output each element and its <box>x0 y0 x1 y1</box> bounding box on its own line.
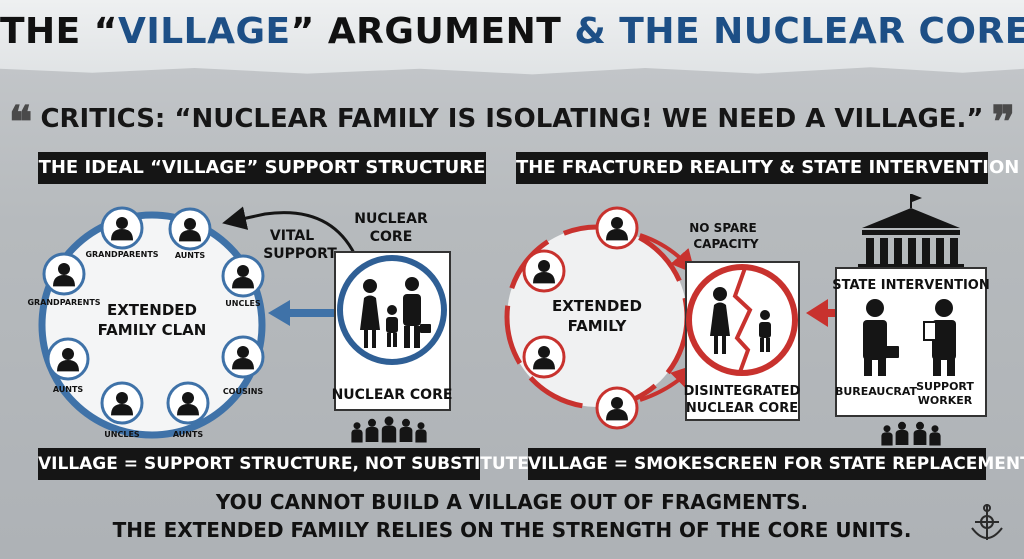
close-quote-icon: ❞ <box>991 97 1016 148</box>
support-worker-label-2: WORKER <box>918 394 973 407</box>
state-intervention-label: STATE INTERVENTION <box>832 278 989 293</box>
vital-support-label-2: SUPPORT <box>263 246 337 262</box>
member-avatar-icon <box>221 254 265 298</box>
member-label: AUNTS <box>175 251 206 260</box>
member-label: UNCLES <box>225 299 261 308</box>
extended-family-label-1: EXTENDED <box>552 297 642 315</box>
extended-family-ring <box>38 211 266 439</box>
no-spare-label-1: NO SPARE <box>689 221 756 235</box>
title-banner <box>0 0 1024 75</box>
critics-quote: ❝CRITICS: “NUCLEAR FAMILY IS ISOLATING! … <box>8 97 1016 148</box>
member-avatar-icon <box>46 337 90 381</box>
bottom-text-line-2: THE EXTENDED FAMILY RELIES ON THE STRENG… <box>112 518 912 542</box>
nuclear-core-label-2: CORE <box>370 229 413 245</box>
member-label: COUSINS <box>223 387 264 396</box>
disintegrated-core-ring <box>686 264 798 376</box>
member-label: AUNTS <box>173 430 204 439</box>
extended-family-label-2: FAMILY CLAN <box>98 321 207 339</box>
family-icon <box>360 277 431 348</box>
bottom-text-line-1: YOU CANNOT BUILD A VILLAGE OUT OF FRAGME… <box>215 490 809 514</box>
member-label: UNCLES <box>104 430 140 439</box>
member-avatar-icon <box>100 206 144 250</box>
left-panel-header: THE IDEAL “VILLAGE” SUPPORT STRUCTURE <box>38 152 486 184</box>
nuclear-core-box-label: NUCLEAR CORE <box>332 387 453 403</box>
member-avatar-icon <box>168 207 212 251</box>
member-avatar-icon <box>100 381 144 425</box>
vital-support-label-1: VITAL <box>270 228 314 244</box>
nuclear-core-label-1: NUCLEAR <box>354 211 428 227</box>
member-avatar-icon <box>42 252 86 296</box>
no-spare-label-2: CAPACITY <box>693 237 759 251</box>
fractured-member-icon <box>522 335 566 379</box>
vital-support-arrow <box>222 206 357 256</box>
right-panel-footer: VILLAGE = SMOKESCREEN FOR STATE REPLACEM… <box>528 448 1024 480</box>
page-title: THE “VILLAGE” ARGUMENT & THE NUCLEAR COR… <box>0 11 1024 52</box>
member-avatar-icon <box>166 381 210 425</box>
extended-family-label-1: EXTENDED <box>107 301 197 319</box>
member-label: AUNTS <box>53 385 84 394</box>
open-quote-icon: ❝ <box>8 97 33 148</box>
right-panel-header: THE FRACTURED REALITY & STATE INTERVENTI… <box>516 152 1019 184</box>
bureaucrat-label: BUREAUCRAT <box>835 385 918 398</box>
crowd-icon <box>881 421 941 446</box>
fractured-member-icon <box>522 249 566 293</box>
state-intervention-box <box>835 267 987 417</box>
crowd-icon <box>351 416 427 443</box>
disintegrated-label-2: NUCLEAR CORE <box>686 401 798 416</box>
bureaucrat-icon <box>863 299 899 376</box>
member-label: GRANDPARENTS <box>85 250 158 259</box>
compass-anchor-icon <box>971 504 1003 540</box>
fractured-member-icon <box>595 206 639 250</box>
extended-family-label-2: FAMILY <box>568 317 628 335</box>
support-arrow-head <box>268 300 290 326</box>
government-building-icon <box>858 194 964 270</box>
support-worker-label-1: SUPPORT <box>916 380 974 393</box>
left-panel-footer: VILLAGE = SUPPORT STRUCTURE, NOT SUBSTIT… <box>38 448 529 480</box>
crack-icon <box>732 267 753 373</box>
support-worker-icon <box>923 299 956 376</box>
member-avatar-icon <box>221 335 265 379</box>
state-arrow-head <box>806 299 828 327</box>
broken-family-icon <box>710 287 771 354</box>
fractured-member-icon <box>595 386 639 430</box>
member-label: GRANDPARENTS <box>27 298 100 307</box>
disintegrated-label-1: DISINTEGRATED <box>684 384 801 399</box>
